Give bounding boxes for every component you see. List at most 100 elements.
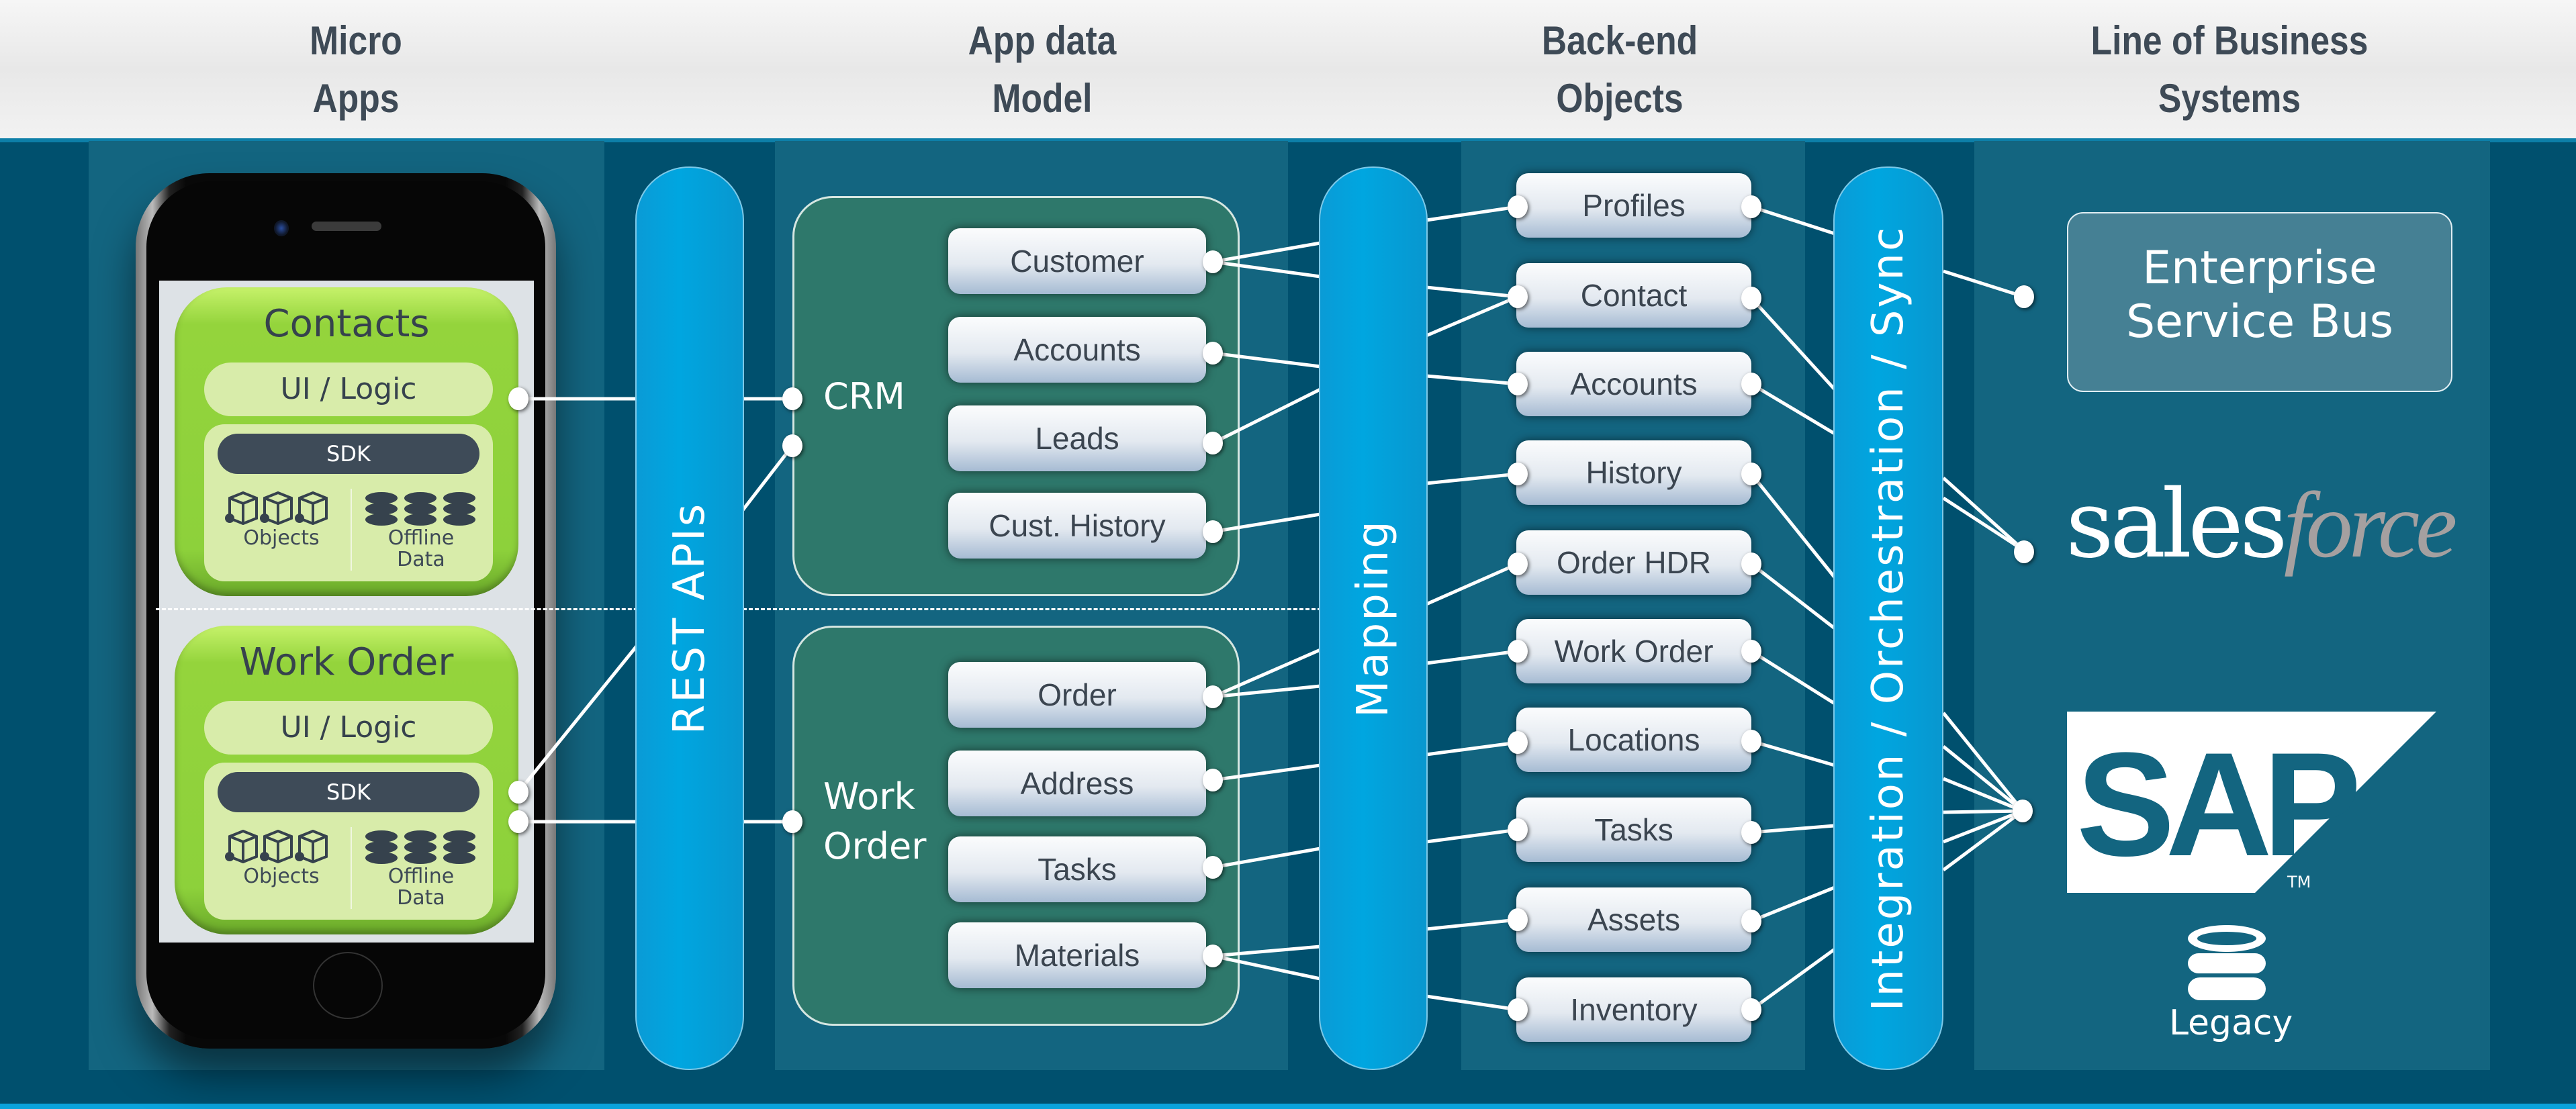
backend-node-history[interactable]: History bbox=[1516, 440, 1751, 505]
connector-dot bbox=[1741, 287, 1761, 309]
model-node-order[interactable]: Order bbox=[948, 662, 1206, 728]
model-node-address[interactable]: Address bbox=[948, 751, 1206, 816]
esb-label-line: Service Bus bbox=[2125, 295, 2394, 348]
connector bbox=[1212, 954, 1321, 981]
connector-dot bbox=[2014, 540, 2034, 563]
connector-dot bbox=[782, 434, 802, 457]
offline-label-line: Data bbox=[397, 886, 445, 910]
connector bbox=[1942, 477, 2025, 552]
connector-dot bbox=[782, 387, 802, 410]
connector bbox=[1426, 994, 1518, 1012]
connector bbox=[1426, 374, 1518, 386]
crm-label: CRM bbox=[823, 375, 905, 418]
sdk-layer: SDK Objects Offline Data bbox=[204, 763, 493, 920]
connector bbox=[1426, 472, 1518, 485]
objects-icon bbox=[223, 491, 337, 525]
model-node-customer[interactable]: Customer bbox=[948, 228, 1206, 294]
connector-dot bbox=[1508, 908, 1528, 931]
connector bbox=[1426, 285, 1518, 299]
model-node-materials[interactable]: Materials bbox=[948, 922, 1206, 988]
objects-label: Objects bbox=[243, 526, 320, 550]
connector bbox=[1943, 777, 2023, 813]
connector bbox=[1750, 473, 1836, 579]
connector bbox=[1943, 809, 2023, 844]
model-node-tasks[interactable]: Tasks bbox=[948, 836, 1206, 902]
header-label: Model bbox=[992, 76, 1093, 121]
connector-dot bbox=[1203, 432, 1223, 454]
connector bbox=[1943, 269, 2025, 299]
offline-data-icon bbox=[364, 830, 478, 865]
backend-node-work-order[interactable]: Work Order bbox=[1516, 619, 1751, 683]
salesforce-logo[interactable]: salesforce bbox=[2066, 470, 2457, 579]
connector bbox=[1212, 847, 1321, 869]
connector bbox=[1750, 563, 1836, 630]
integration-label: Integration / Orchestration / Sync bbox=[1864, 225, 1913, 1012]
connector-dot bbox=[1203, 342, 1223, 365]
offline-data-icon bbox=[364, 491, 478, 526]
backend-node-tasks[interactable]: Tasks bbox=[1516, 798, 1751, 862]
backend-node-profiles[interactable]: Profiles bbox=[1516, 173, 1751, 238]
header-label: Micro bbox=[310, 18, 402, 63]
micro-app-contacts[interactable]: Contacts UI / Logic SDK Objects Offline … bbox=[175, 287, 518, 596]
integration-bar[interactable]: Integration / Orchestration / Sync bbox=[1833, 166, 1943, 1070]
home-button-icon[interactable] bbox=[313, 952, 383, 1019]
ui-logic-layer: UI / Logic bbox=[204, 701, 493, 755]
connector-dot bbox=[1508, 285, 1528, 308]
enterprise-service-bus[interactable]: Enterprise Service Bus bbox=[2067, 212, 2452, 392]
connector-dot bbox=[1741, 552, 1761, 575]
connector-dot bbox=[1508, 998, 1528, 1021]
micro-app-work-order[interactable]: Work Order UI / Logic SDK Objects Offlin… bbox=[175, 626, 518, 934]
model-node-leads[interactable]: Leads bbox=[948, 405, 1206, 471]
legacy-database-icon bbox=[2188, 925, 2266, 1000]
camera-icon bbox=[274, 220, 289, 236]
header-bar: Micro Apps App data Model Back-end Objec… bbox=[0, 0, 2576, 138]
sap-logo[interactable]: SAP bbox=[2067, 712, 2436, 893]
objects-label: Objects bbox=[243, 865, 320, 888]
connector bbox=[1426, 918, 1518, 931]
work-order-label: Work Order bbox=[823, 772, 926, 871]
mapping-bar[interactable]: Mapping bbox=[1319, 166, 1428, 1070]
backend-node-order-hdr[interactable]: Order HDR bbox=[1516, 530, 1751, 595]
sdk-bar: SDK bbox=[218, 772, 479, 812]
connector-dot bbox=[1741, 195, 1761, 218]
model-node-accounts[interactable]: Accounts bbox=[948, 317, 1206, 383]
rest-apis-label: REST APIs bbox=[665, 501, 715, 735]
connector-dot bbox=[1508, 552, 1528, 575]
connector bbox=[1212, 512, 1321, 534]
connector-dot bbox=[1741, 463, 1761, 485]
legacy-label: Legacy bbox=[2169, 1003, 2293, 1043]
connector bbox=[517, 643, 639, 793]
connector-dot bbox=[1741, 821, 1761, 844]
esb-label-line: Enterprise bbox=[2142, 242, 2377, 295]
connector bbox=[1211, 387, 1322, 445]
connector-dot bbox=[1203, 856, 1223, 879]
backend-node-inventory[interactable]: Inventory bbox=[1516, 977, 1751, 1042]
header-label: Objects bbox=[1556, 76, 1684, 121]
rest-apis-bar[interactable]: REST APIs bbox=[635, 166, 744, 1070]
connector bbox=[1751, 205, 1835, 236]
backend-node-locations[interactable]: Locations bbox=[1516, 708, 1751, 772]
backend-node-accounts[interactable]: Accounts bbox=[1516, 352, 1751, 416]
connector-dot bbox=[1741, 910, 1761, 932]
connector-dot bbox=[1741, 730, 1761, 753]
connector-dot bbox=[2014, 285, 2034, 308]
backend-node-contact[interactable]: Contact bbox=[1516, 263, 1751, 328]
connector bbox=[1942, 496, 2025, 552]
connector-dot bbox=[782, 810, 802, 833]
connector-dot bbox=[1508, 373, 1528, 395]
model-node-cust-history[interactable]: Cust. History bbox=[948, 493, 1206, 559]
connector bbox=[1750, 297, 1836, 391]
sdk-bar: SDK bbox=[218, 434, 479, 474]
connector-dot bbox=[1508, 463, 1528, 485]
header-app-data-model: App data Model bbox=[927, 12, 1158, 128]
offline-label-line: Data bbox=[397, 548, 445, 571]
group-label-line: Work bbox=[823, 775, 915, 818]
connector-dot bbox=[508, 781, 528, 804]
connector bbox=[1211, 648, 1322, 699]
header-lob-systems: Line of Business Systems bbox=[2056, 12, 2403, 128]
backend-node-assets[interactable]: Assets bbox=[1516, 887, 1751, 952]
header-label: Apps bbox=[312, 76, 400, 121]
connector bbox=[1426, 295, 1518, 338]
salesforce-text-italic: force bbox=[2283, 473, 2457, 577]
